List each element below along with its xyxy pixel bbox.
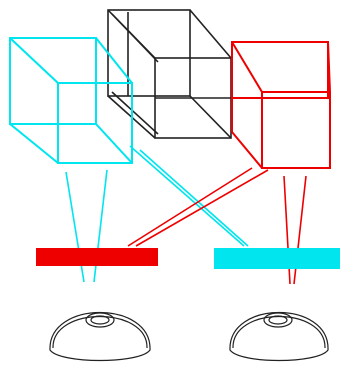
right-eye-outline	[229, 312, 329, 362]
cyan-filter-bar	[214, 248, 340, 269]
combined-cube-edge	[189, 95, 232, 139]
projection-line	[139, 149, 249, 247]
combined-cube-edge	[111, 91, 159, 135]
projection-line	[127, 167, 253, 247]
right-eye-pupil	[263, 312, 293, 328]
right-eye-cube	[231, 41, 331, 169]
left-eye-cube-front-face	[57, 82, 133, 164]
combined-cube-edge	[111, 13, 159, 63]
left-eye-cube-back-face	[9, 37, 97, 125]
right-eye-cube-edge	[231, 41, 263, 93]
combined-cube	[107, 9, 232, 139]
left-eye-cube	[9, 37, 133, 164]
right-eye-cube-back-face	[231, 41, 329, 99]
left-eye-cube-edge	[9, 37, 59, 84]
right-eye-pupil	[268, 315, 288, 325]
eye-icon	[49, 312, 151, 362]
projection-line	[135, 169, 269, 247]
combined-cube-edge	[189, 9, 232, 59]
left-eye-outline	[49, 312, 151, 362]
left-eye-pupil	[90, 315, 110, 325]
eye-icon	[229, 312, 329, 362]
projection-line	[129, 145, 245, 247]
right-eye-cube-front-face	[261, 91, 331, 169]
left-eye-cube-edge	[95, 37, 133, 84]
red-filter-bar	[36, 248, 158, 266]
left-eye-cube-edge	[9, 123, 59, 164]
left-eye-cube-edge	[95, 123, 133, 164]
right-eye-cube-edge	[231, 131, 263, 169]
left-eye-pupil	[85, 312, 115, 328]
right-eye-cube-edge	[327, 41, 331, 93]
